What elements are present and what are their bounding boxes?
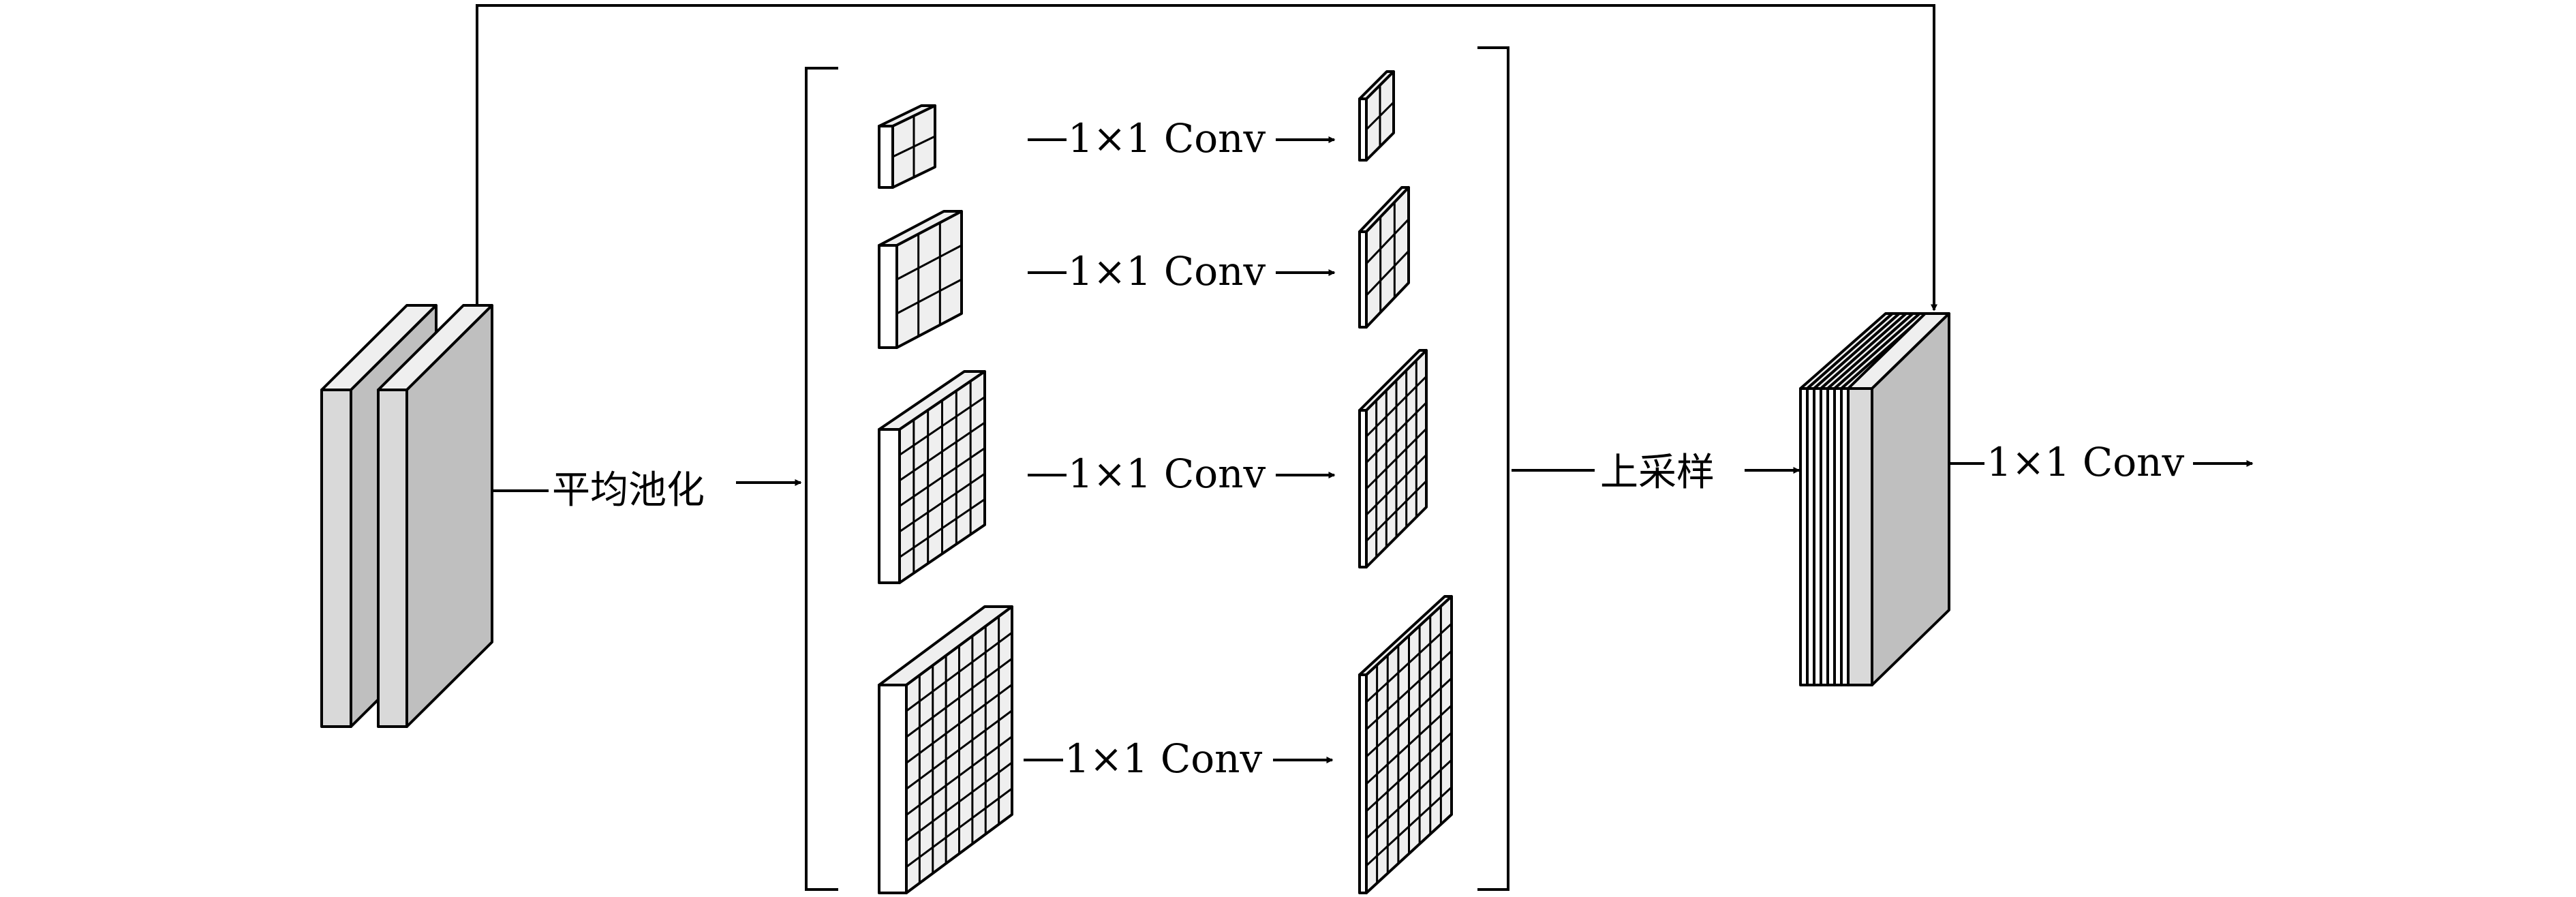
pooled-cube bbox=[878, 104, 936, 189]
branch-1: 1×1 Conv bbox=[1028, 115, 1336, 162]
upsample-arrow: 上采样 bbox=[1512, 451, 1800, 495]
skip-connection-arrow bbox=[476, 4, 1937, 311]
concatenated-feature-map bbox=[1799, 312, 1950, 686]
branch-2: 1×1 Conv bbox=[1028, 248, 1336, 294]
pooled-cube bbox=[878, 605, 1013, 894]
branch-conv-label: 1×1 Conv bbox=[1068, 248, 1266, 294]
branch-conv-label: 1×1 Conv bbox=[1064, 735, 1262, 782]
pooled-cube bbox=[878, 210, 963, 349]
upsample-label: 上采样 bbox=[1600, 451, 1715, 495]
pooled-cube bbox=[878, 370, 986, 584]
right-bracket bbox=[1477, 46, 1509, 891]
concat-main-slab bbox=[1847, 312, 1950, 686]
branch-conv-label: 1×1 Conv bbox=[1068, 115, 1266, 162]
pooling-arrow: 平均池化 bbox=[492, 468, 802, 513]
branch-4: 1×1 Conv bbox=[1024, 735, 1334, 782]
conv-output-slab bbox=[1358, 595, 1453, 894]
conv-output-slab bbox=[1358, 349, 1428, 568]
final-conv-label: 1×1 Conv bbox=[1987, 439, 2184, 485]
conv-output-slab bbox=[1358, 186, 1410, 329]
pooled-feature-maps bbox=[878, 104, 1013, 894]
left-bracket bbox=[805, 67, 838, 891]
conv-output-maps bbox=[1358, 70, 1453, 894]
final-conv-arrow: 1×1 Conv bbox=[1948, 439, 2254, 485]
conv-output-slab bbox=[1358, 70, 1395, 162]
pooling-label: 平均池化 bbox=[552, 468, 705, 513]
input-feature-map bbox=[320, 304, 493, 728]
branch-3: 1×1 Conv bbox=[1028, 451, 1336, 497]
branch-conv-label: 1×1 Conv bbox=[1068, 451, 1266, 497]
